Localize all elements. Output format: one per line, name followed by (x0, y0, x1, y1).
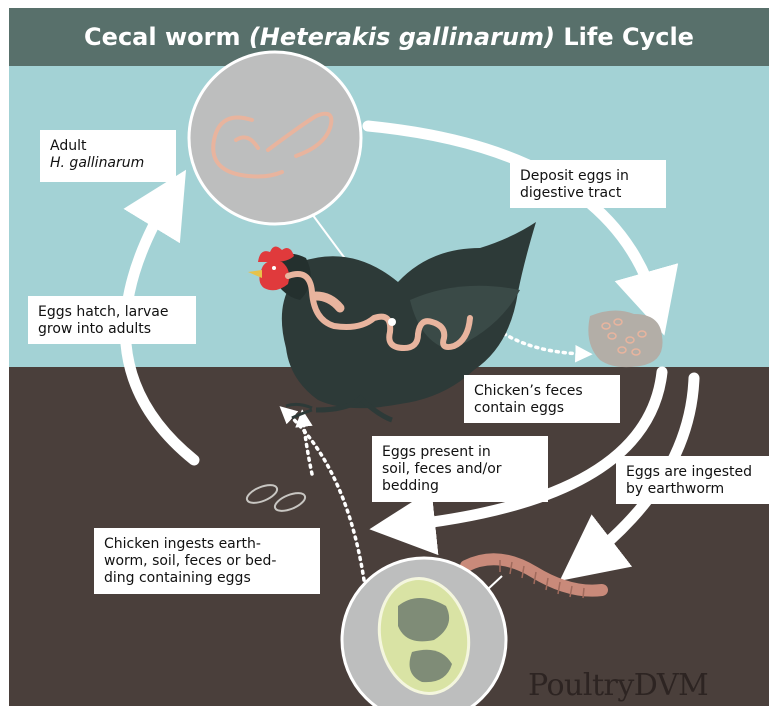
label-deposit-eggs: Deposit eggs in digestive tract (510, 160, 666, 208)
egg-magnifier-circle (342, 558, 506, 706)
label-deposit-line2: digestive tract (520, 185, 656, 202)
poultrydvm-watermark: PoultryDVM (528, 668, 708, 703)
dotted-arrow-ingest-soil (303, 418, 312, 474)
feces-with-eggs (588, 310, 662, 367)
label-chicken-feces: Chicken’s feces contain eggs (464, 375, 620, 423)
label-soil-line3: bedding (382, 478, 538, 495)
chicken-eye (272, 266, 276, 270)
label-adult: Adult H. gallinarum (40, 130, 176, 182)
label-feces-line2: contain eggs (474, 400, 610, 417)
label-adult-line1: Adult (50, 138, 166, 155)
label-eggs-in-soil: Eggs present in soil, feces and/or beddi… (372, 436, 548, 502)
label-soil-line1: Eggs present in (382, 444, 538, 461)
label-adult-line2: H. gallinarum (50, 155, 166, 172)
label-ingests-line3: ding containing eggs (104, 570, 310, 587)
label-chicken-ingests: Chicken ingests earth- worm, soil, feces… (94, 528, 320, 594)
label-ingests-line1: Chicken ingests earth- (104, 536, 310, 553)
label-hatch-line2: grow into adults (38, 321, 186, 338)
digestive-tract-pointer-dot (388, 318, 396, 326)
label-feces-line1: Chicken’s feces (474, 383, 610, 400)
label-soil-line2: soil, feces and/or (382, 461, 538, 478)
label-earthworm-ingests: Eggs are ingested by earthworm (616, 456, 778, 504)
chicken-beak (248, 270, 262, 278)
label-deposit-line1: Deposit eggs in (520, 168, 656, 185)
label-earthworm-line1: Eggs are ingested (626, 464, 768, 481)
adult-worm-circle (189, 52, 361, 224)
chicken-face (259, 261, 289, 290)
eggs-in-soil (245, 482, 308, 515)
label-eggs-hatch: Eggs hatch, larvae grow into adults (28, 296, 196, 344)
label-hatch-line1: Eggs hatch, larvae (38, 304, 186, 321)
label-ingests-line2: worm, soil, feces or bed- (104, 553, 310, 570)
label-earthworm-line2: by earthworm (626, 481, 768, 498)
